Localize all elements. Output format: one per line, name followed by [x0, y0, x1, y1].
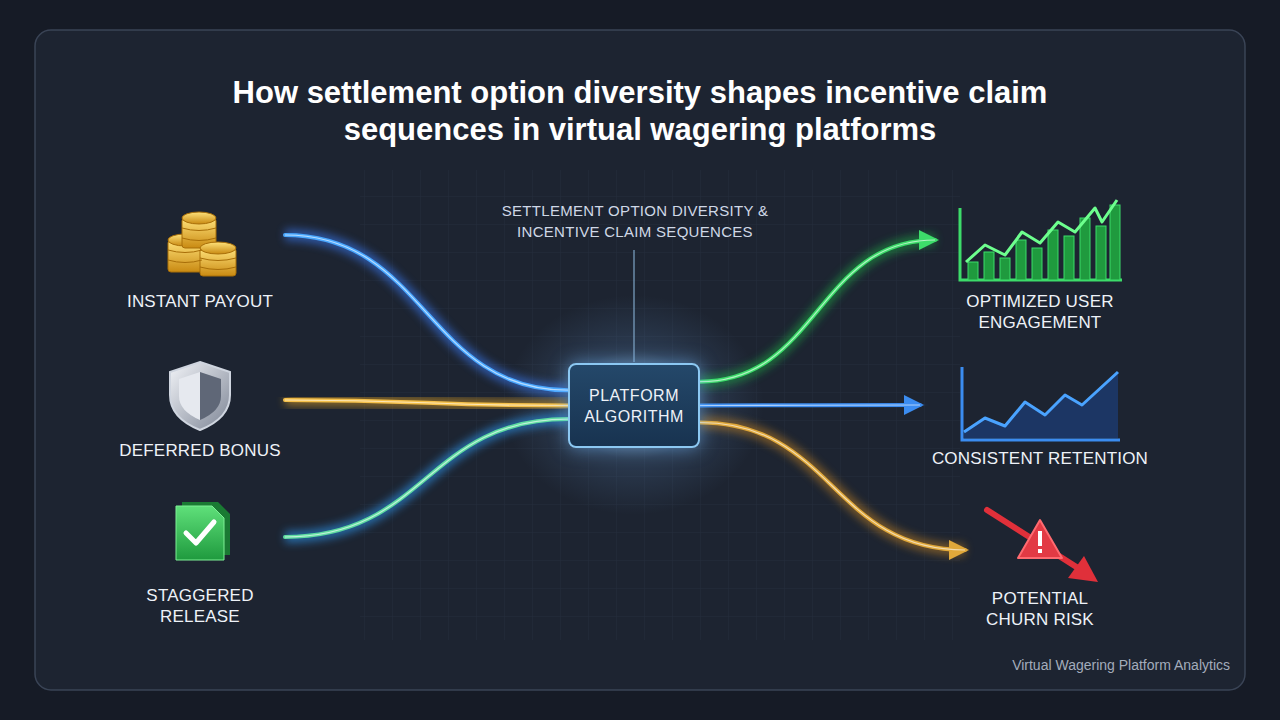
watermark: Virtual Wagering Platform Analytics [930, 656, 1230, 674]
node-label: CONSISTENT RETENTION [920, 448, 1160, 469]
node-label: STAGGERED RELEASE [115, 585, 285, 627]
panel [35, 30, 1245, 690]
line-chart-icon [962, 367, 1120, 440]
flow-connector [285, 419, 568, 537]
node-label: INSTANT PAYOUT [115, 291, 285, 312]
source-node: STAGGERED RELEASE [115, 497, 285, 627]
process-box: PLATFORM ALGORITHM [568, 363, 700, 448]
node-label: OPTIMIZED USER ENGAGEMENT [935, 291, 1145, 333]
node-label: POTENTIAL CHURN RISK [965, 588, 1115, 630]
node-label: DEFERRED BONUS [115, 440, 285, 461]
coins-icon [168, 212, 236, 276]
callout-label: SETTLEMENT OPTION DIVERSITY & INCENTIVE … [470, 200, 800, 242]
outcome-node: OPTIMIZED USER ENGAGEMENT [935, 195, 1145, 333]
leader-line [633, 250, 634, 362]
title: How settlement option diversity shapes i… [150, 74, 1130, 148]
flow-connector [700, 423, 965, 551]
flow-connector [285, 235, 568, 390]
bar-chart-icon [960, 200, 1122, 280]
document-icon [176, 502, 230, 560]
flow-connector [700, 405, 920, 407]
outcome-node: POTENTIAL CHURN RISK [965, 500, 1115, 630]
source-node: DEFERRED BONUS [115, 358, 285, 461]
node-label: PLATFORM ALGORITHM [580, 385, 688, 427]
flow-connector [700, 240, 935, 382]
warning-icon [987, 510, 1098, 582]
shield-icon [170, 362, 230, 430]
flow-connector [285, 400, 568, 406]
outcome-node: CONSISTENT RETENTION [920, 360, 1160, 469]
source-node: INSTANT PAYOUT [115, 205, 285, 312]
